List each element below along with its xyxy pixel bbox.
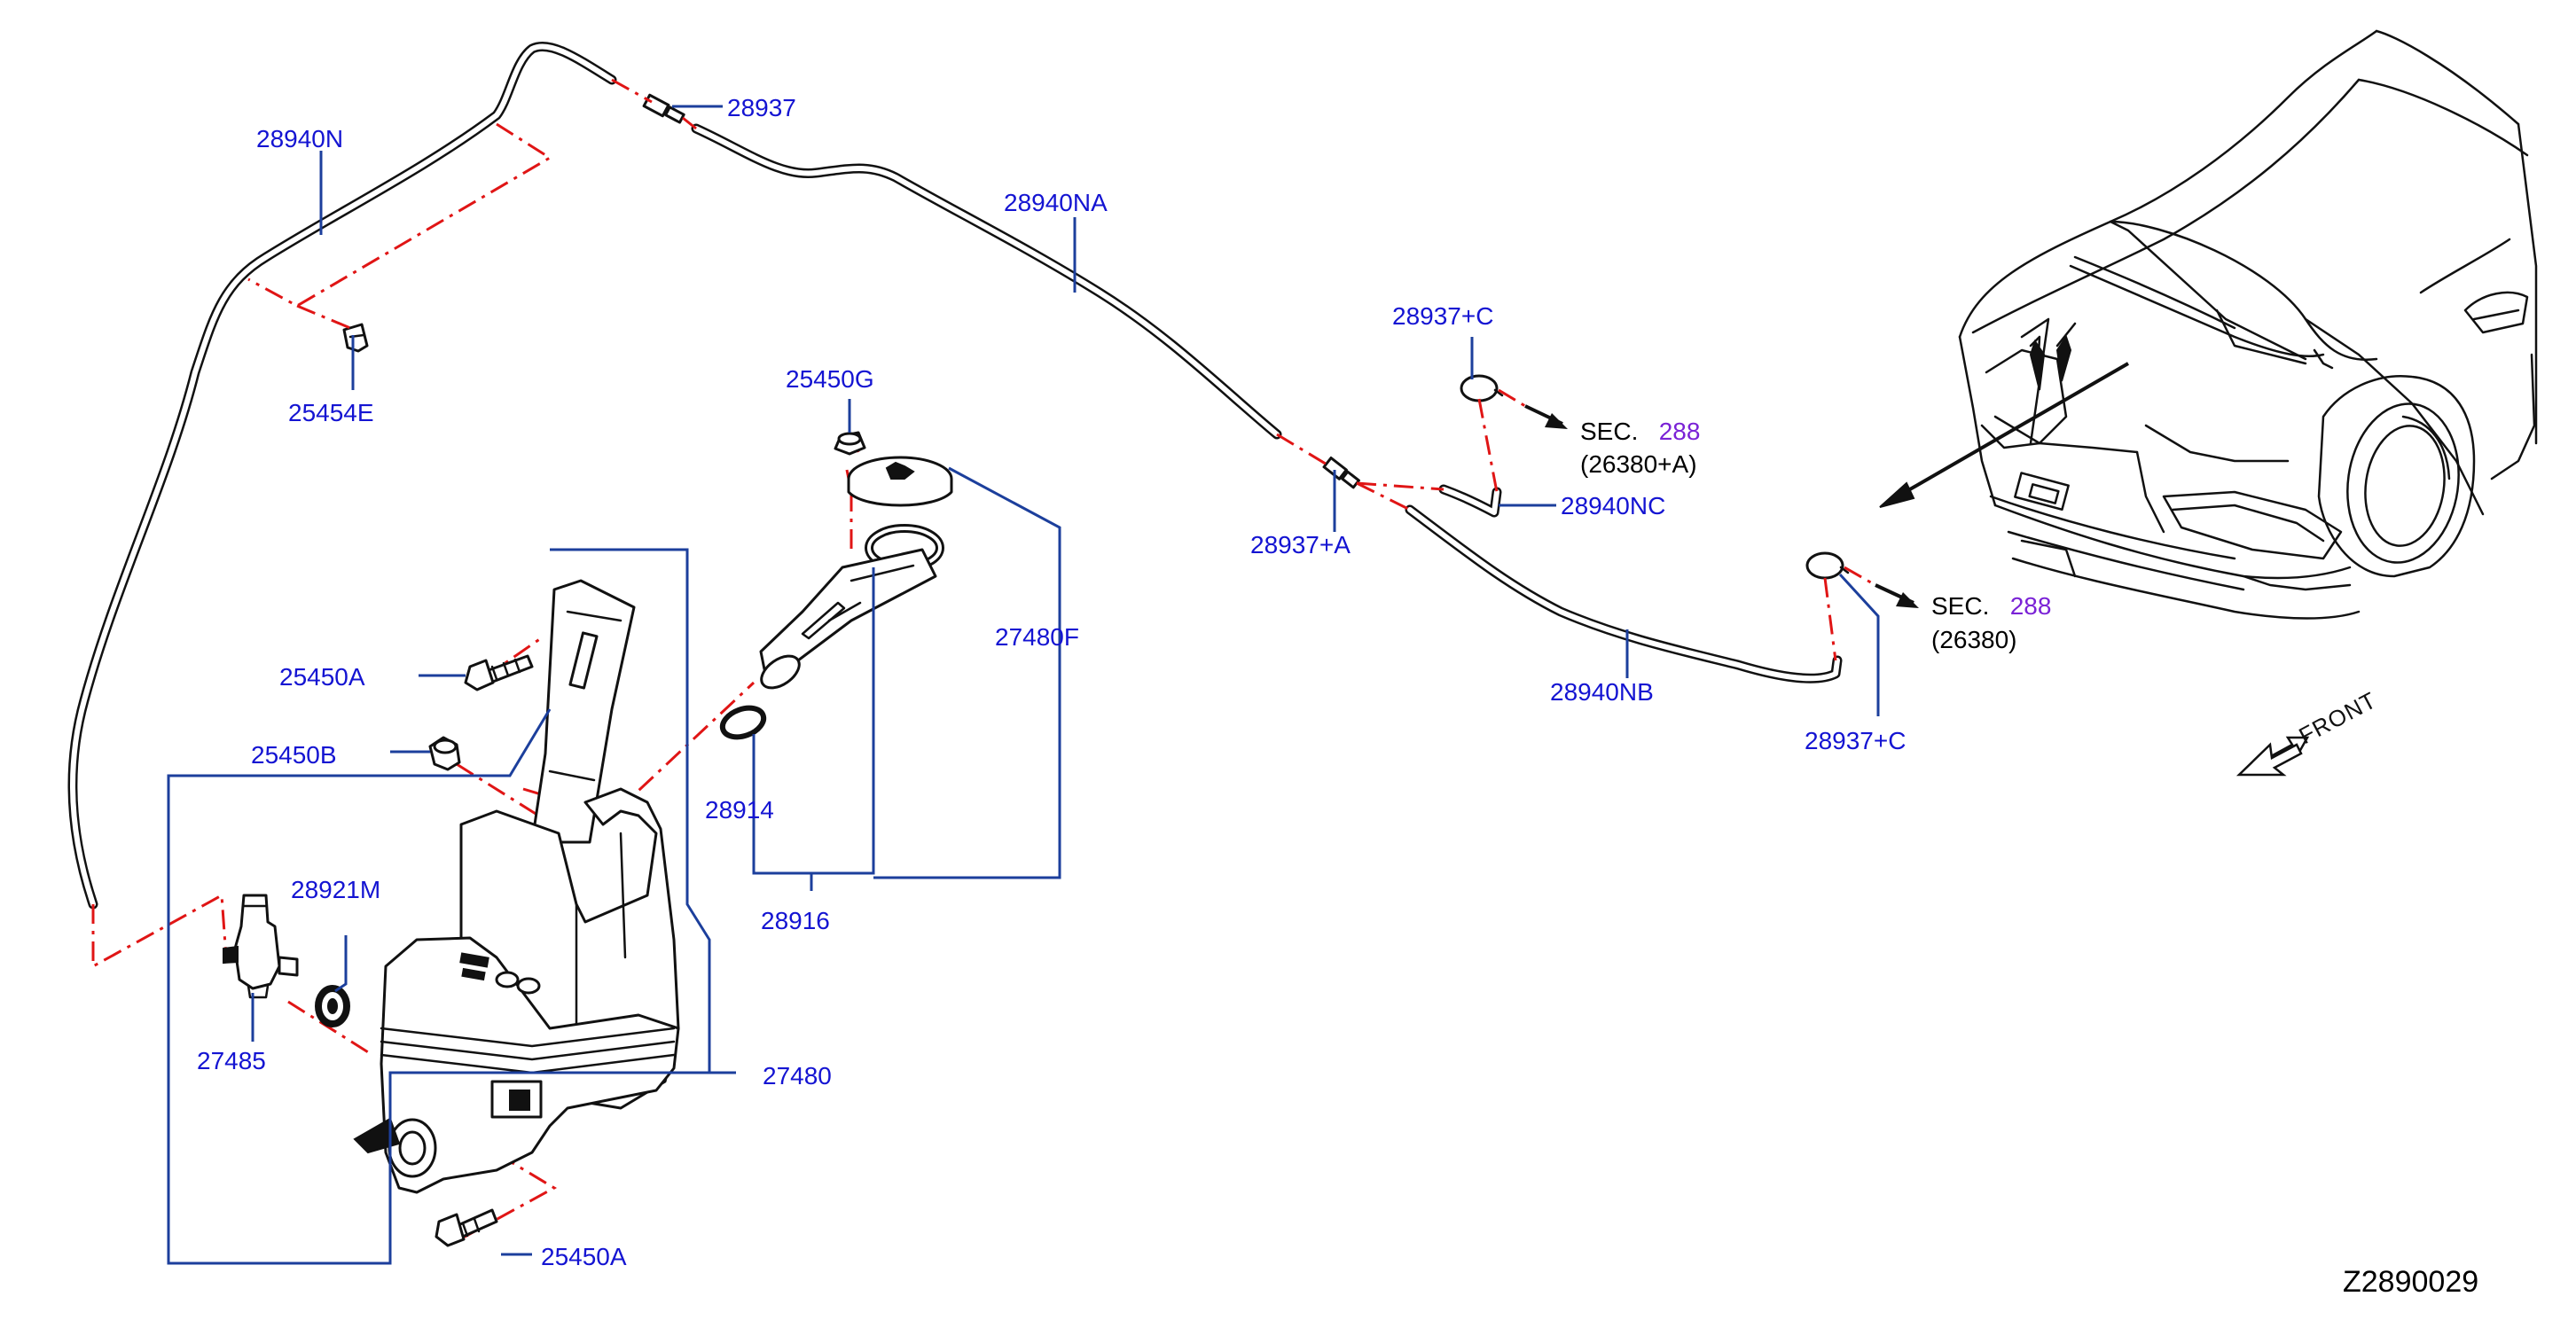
label-28914: 28914 — [705, 796, 774, 824]
filler-neck-28916 — [759, 548, 937, 690]
label-28940N: 28940N — [256, 125, 344, 152]
grommet-28921M — [315, 985, 350, 1027]
sec-number-lower: 288 — [2009, 592, 2052, 620]
washer-hose-28940N — [67, 41, 617, 910]
washer-hose-28940NA — [691, 123, 1282, 440]
label-25450A-upper: 25450A — [279, 663, 365, 691]
filler-cap-27480F — [847, 456, 953, 507]
o-ring-28914 — [719, 705, 767, 740]
tank-embossed-marks-icon — [459, 952, 541, 995]
sec-sub-upper: (26380+A) — [1580, 450, 1697, 478]
label-25454E: 25454E — [288, 399, 374, 426]
label-28940NA: 28940NA — [1004, 189, 1108, 216]
label-27485: 27485 — [197, 1047, 266, 1074]
sec-ref-upper: SEC. 288 — [1580, 419, 1700, 444]
sec-arrow-lower — [1875, 583, 1919, 608]
washer-pump-27485 — [223, 894, 299, 999]
sec-prefix-upper: SEC. — [1580, 418, 1639, 445]
label-28921M: 28921M — [291, 876, 381, 903]
label-28916: 28916 — [761, 907, 830, 934]
sec-sub-lower: (26380) — [1931, 626, 2017, 653]
vehicle-front-outline — [1879, 29, 2538, 620]
label-28940NB: 28940NB — [1550, 678, 1654, 706]
bolt-25450A-lower — [435, 1208, 498, 1247]
sec-number-upper: 288 — [1658, 418, 1701, 445]
leader-lines — [167, 105, 1880, 1265]
label-28937C-upper: 28937+C — [1392, 302, 1494, 330]
label-28937: 28937 — [727, 94, 796, 121]
label-28937C-lower: 28937+C — [1805, 727, 1907, 754]
label-28940NC: 28940NC — [1561, 492, 1666, 519]
sec-ref-lower: SEC. 288 — [1931, 594, 2051, 619]
bolt-25450A-upper — [464, 654, 534, 691]
clip-25454E — [342, 323, 369, 353]
label-25450A-lower: 25450A — [541, 1243, 627, 1270]
nozzle-28937C-lower — [1805, 551, 1850, 580]
joint-connector-28937 — [642, 93, 685, 124]
assembly-dashed-lines — [91, 78, 1876, 1243]
label-27480F: 27480F — [995, 623, 1079, 651]
sec-arrow-upper — [1524, 404, 1568, 429]
washer-hose-28940NC — [1438, 484, 1502, 518]
diagram-reference-code: Z2890029 — [2343, 1265, 2479, 1299]
label-28937A: 28937+A — [1250, 531, 1351, 558]
label-25450G: 25450G — [786, 365, 874, 393]
joint-connector-28937A — [1322, 456, 1360, 489]
grommet-25450G — [834, 431, 866, 456]
hollow-arrow-icon — [2235, 736, 2310, 777]
label-25450B: 25450B — [251, 741, 337, 769]
sec-prefix-lower: SEC. — [1931, 592, 1990, 620]
washer-tank-27480 — [353, 579, 680, 1194]
nozzle-28937C-upper — [1460, 374, 1504, 402]
label-27480: 27480 — [763, 1062, 832, 1090]
nut-25450B — [428, 736, 461, 771]
washer-hose-28940NB — [1405, 504, 1843, 683]
